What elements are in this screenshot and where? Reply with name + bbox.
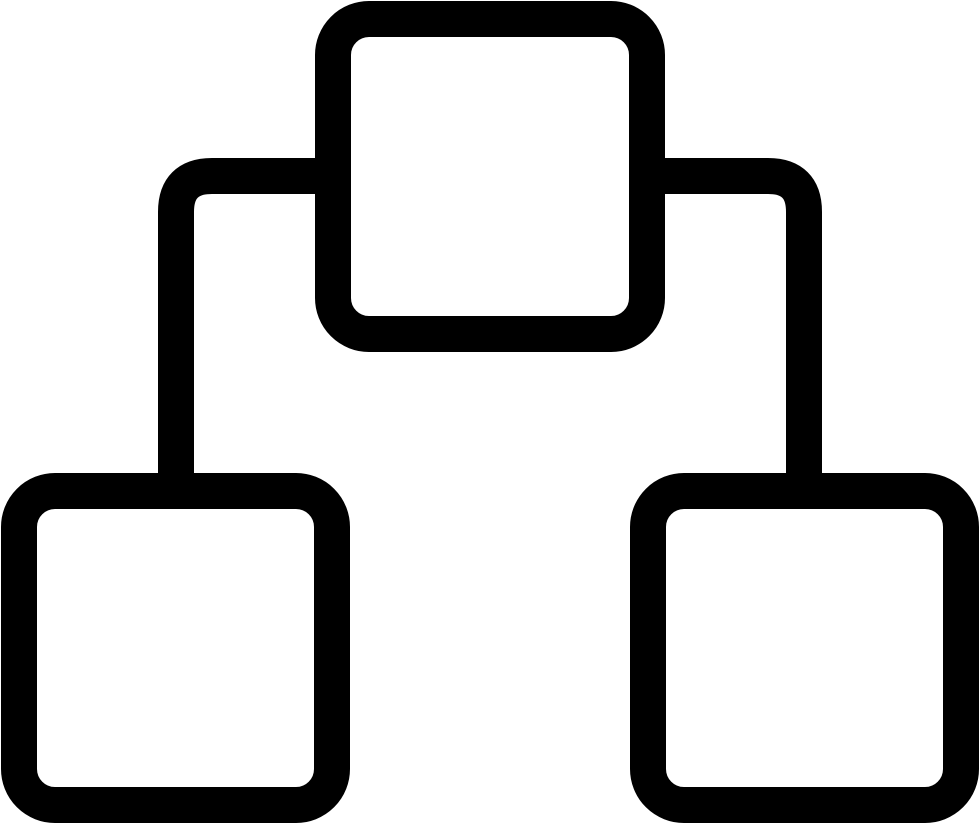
left-connector — [158, 158, 333, 491]
right-connector — [647, 158, 822, 491]
bottom-left-node-box — [1, 473, 350, 823]
top-node-box — [315, 1, 665, 352]
bottom-right-node-box — [630, 473, 979, 823]
